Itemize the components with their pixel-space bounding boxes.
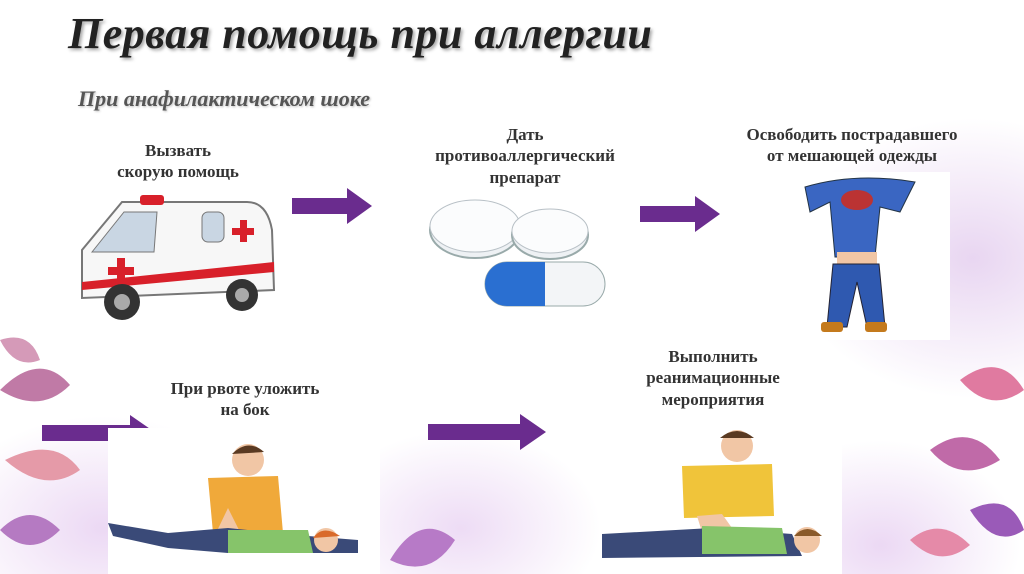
arrow-icon <box>640 196 720 232</box>
step-label-call-ambulance: Вызвать скорую помощь <box>117 141 239 182</box>
step-label-recovery-position: При рвоте уложить на бок <box>170 379 320 420</box>
leaves-bottom-decoration <box>390 528 455 567</box>
arrow-icon <box>292 188 372 224</box>
arrow-icon <box>428 414 546 450</box>
page-subtitle: При анафилактическом шоке <box>78 86 370 111</box>
step-label-loosen-clothing: Освободить пострадавшего от мешающей оде… <box>746 125 958 166</box>
leaves-right-decoration <box>910 367 1024 557</box>
page-title: Первая помощь при аллергии <box>68 9 653 58</box>
step-label-resuscitation: Выполнить реанимационные мероприятия <box>646 347 780 409</box>
recovery-position-icon <box>108 428 380 574</box>
ambulance-icon <box>81 195 276 320</box>
arrow-icon <box>42 415 156 451</box>
pills-icon <box>429 199 606 307</box>
leaves-left-decoration <box>0 337 80 545</box>
cpr-icon <box>602 416 842 574</box>
step-label-give-medicine: Дать противоаллергический препарат <box>435 125 615 187</box>
undressing-person-icon <box>775 172 950 340</box>
